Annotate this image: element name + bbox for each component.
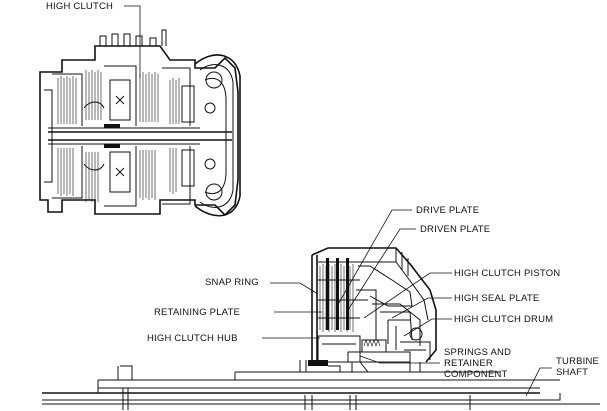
label-high-clutch-piston: HIGH CLUTCH PISTON bbox=[454, 268, 561, 279]
transmission-overview-drawing bbox=[39, 5, 241, 217]
high-seal-plate-leader bbox=[391, 297, 452, 319]
label-snap-ring: SNAP RING bbox=[205, 277, 259, 288]
label-high-seal-plate: HIGH SEAL PLATE bbox=[454, 293, 540, 304]
label-high-clutch-hub: HIGH CLUTCH HUB bbox=[147, 333, 238, 344]
snap-ring-leader bbox=[270, 282, 319, 295]
driven-plate-leader bbox=[347, 228, 416, 311]
label-high-clutch-drum: HIGH CLUTCH DRUM bbox=[454, 314, 554, 325]
turbine-shaft-leader bbox=[525, 367, 552, 397]
label-springs-retainer-component: SPRINGS AND RETAINER COMPONENT bbox=[444, 347, 512, 380]
label-turbine-shaft: TURBINE SHAFT bbox=[556, 356, 600, 378]
high-clutch-detail-drawing bbox=[42, 209, 600, 410]
label-high-clutch: HIGH CLUTCH bbox=[46, 1, 114, 12]
label-driven-plate: DRIVEN PLATE bbox=[420, 224, 491, 235]
drive-plate-leader bbox=[335, 209, 412, 309]
label-retaining-plate: RETAINING PLATE bbox=[154, 307, 241, 318]
label-drive-plate: DRIVE PLATE bbox=[416, 205, 480, 216]
springs-retainer-leader bbox=[359, 355, 440, 364]
high-clutch-top-leader bbox=[124, 5, 141, 78]
high-clutch-piston-leader bbox=[363, 272, 452, 319]
high-clutch-drum-leader bbox=[403, 318, 452, 337]
